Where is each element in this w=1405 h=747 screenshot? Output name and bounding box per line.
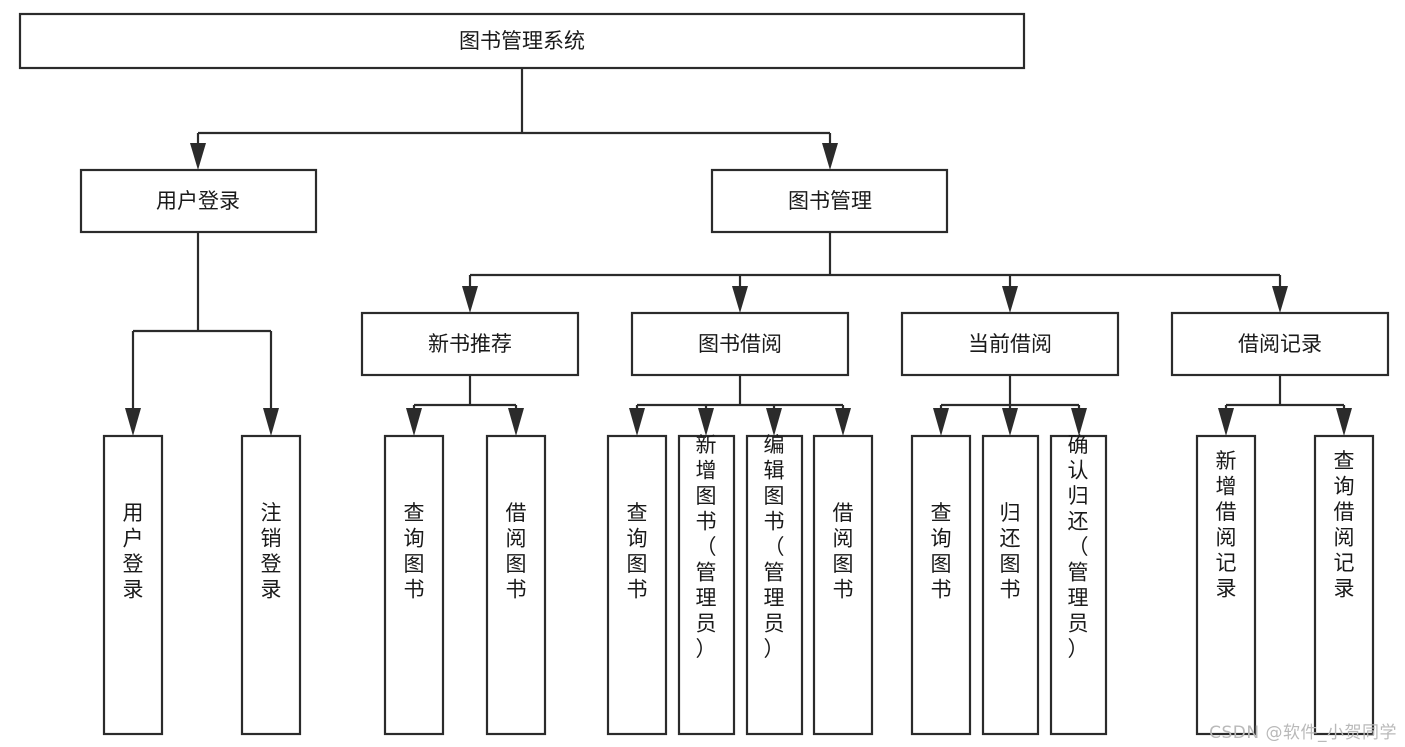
leaf-user-login-2-label: 注销登录 bbox=[261, 501, 282, 602]
leaf-new-book-1-label: 查询图书 bbox=[404, 501, 425, 602]
leaf-current-borrow-1-box[interactable] bbox=[910, 434, 972, 736]
leaf-book-borrow-1[interactable]: 查询图书 bbox=[606, 434, 668, 736]
leaf-book-borrow-4-label: 借阅图书 bbox=[833, 501, 854, 602]
leaf-borrow-record-2-label: 查询借阅记录 bbox=[1334, 449, 1355, 601]
arrow-head-leaf-book-borrow-4 bbox=[835, 408, 851, 436]
arrow-head-leaf-user-login-2 bbox=[263, 408, 279, 436]
node-root[interactable]: 图书管理系统 bbox=[18, 12, 1026, 70]
node-borrow-record[interactable]: 借阅记录 bbox=[1170, 311, 1390, 377]
leaf-new-book-2[interactable]: 借阅图书 bbox=[485, 434, 547, 736]
leaf-current-borrow-1-label: 查询图书 bbox=[931, 501, 952, 602]
node-current-borrow-box[interactable] bbox=[900, 311, 1120, 377]
node-current-borrow[interactable]: 当前借阅 bbox=[900, 311, 1120, 377]
node-book-management[interactable]: 图书管理 bbox=[710, 168, 949, 234]
leaf-new-book-1-box[interactable] bbox=[383, 434, 445, 736]
arrow-head-leaf-book-borrow-1 bbox=[629, 408, 645, 436]
node-new-book-recommend-label: 新书推荐 bbox=[428, 332, 512, 356]
node-new-book-recommend-box[interactable] bbox=[360, 311, 580, 377]
arrow-head-leaf-book-borrow-2 bbox=[698, 408, 714, 436]
arrow-head-user-login bbox=[190, 143, 206, 170]
leaf-current-borrow-3-label: 确认归还（管理员） bbox=[1068, 433, 1089, 661]
node-book-borrow[interactable]: 图书借阅 bbox=[630, 311, 850, 377]
leaf-current-borrow-2[interactable]: 归还图书 bbox=[981, 434, 1040, 736]
node-book-borrow-box[interactable] bbox=[630, 311, 850, 377]
leaf-user-login-1-box[interactable] bbox=[102, 434, 164, 736]
leaf-current-borrow-1[interactable]: 查询图书 bbox=[910, 434, 972, 736]
node-book-borrow-label: 图书借阅 bbox=[698, 332, 782, 356]
arrow-head-leaf-borrow-record-1 bbox=[1218, 408, 1234, 436]
node-new-book-recommend[interactable]: 新书推荐 bbox=[360, 311, 580, 377]
node-book-management-label: 图书管理 bbox=[788, 189, 872, 213]
arrow-head-leaf-current-borrow-3 bbox=[1071, 408, 1087, 436]
leaf-borrow-record-2[interactable]: 查询借阅记录 bbox=[1313, 434, 1375, 736]
leaf-book-borrow-3-box[interactable] bbox=[745, 434, 804, 736]
leaf-new-book-2-box[interactable] bbox=[485, 434, 547, 736]
leaf-book-borrow-4[interactable]: 借阅图书 bbox=[812, 434, 874, 736]
leaf-current-borrow-2-box[interactable] bbox=[981, 434, 1040, 736]
node-borrow-record-box[interactable] bbox=[1170, 311, 1390, 377]
leaf-borrow-record-1[interactable]: 新增借阅记录 bbox=[1195, 434, 1257, 736]
csdn-watermark: CSDN @软件_小贺同学 bbox=[1209, 723, 1397, 743]
leaf-new-book-2-label: 借阅图书 bbox=[506, 501, 527, 602]
leaf-new-book-1[interactable]: 查询图书 bbox=[383, 434, 445, 736]
leaf-user-login-2[interactable]: 注销登录 bbox=[240, 434, 302, 736]
leaf-borrow-record-2-box[interactable] bbox=[1313, 434, 1375, 736]
leaf-book-borrow-3[interactable]: 编辑图书（管理员） bbox=[745, 433, 804, 736]
leaf-user-login-2-box[interactable] bbox=[240, 434, 302, 736]
leaf-book-borrow-1-label: 查询图书 bbox=[627, 501, 648, 602]
node-borrow-record-label: 借阅记录 bbox=[1238, 332, 1322, 356]
arrow-head-leaf-new-book-1 bbox=[406, 408, 422, 436]
leaf-borrow-record-1-label: 新增借阅记录 bbox=[1216, 449, 1237, 601]
leaf-book-borrow-2-box[interactable] bbox=[677, 434, 736, 736]
arrow-head-new-book bbox=[462, 286, 478, 313]
leaf-book-borrow-1-box[interactable] bbox=[606, 434, 668, 736]
arrow-head-book-mgmt bbox=[822, 143, 838, 170]
node-root-label: 图书管理系统 bbox=[459, 29, 585, 53]
arrow-head-book-borrow bbox=[732, 286, 748, 313]
arrow-head-borrow-record bbox=[1272, 286, 1288, 313]
arrow-head-leaf-book-borrow-3 bbox=[766, 408, 782, 436]
connector-layer bbox=[125, 68, 1352, 436]
node-current-borrow-label: 当前借阅 bbox=[968, 332, 1052, 356]
arrow-head-leaf-new-book-2 bbox=[508, 408, 524, 436]
arrow-head-leaf-user-login-1 bbox=[125, 408, 141, 436]
leaf-current-borrow-3-box[interactable] bbox=[1049, 434, 1108, 736]
leaf-book-borrow-2-label: 新增图书（管理员） bbox=[696, 433, 717, 661]
leaf-borrow-record-1-box[interactable] bbox=[1195, 434, 1257, 736]
leaf-current-borrow-3[interactable]: 确认归还（管理员） bbox=[1049, 433, 1108, 736]
node-user-login[interactable]: 用户登录 bbox=[79, 168, 318, 234]
leaf-book-borrow-4-box[interactable] bbox=[812, 434, 874, 736]
arrow-head-leaf-borrow-record-2 bbox=[1336, 408, 1352, 436]
node-user-login-label: 用户登录 bbox=[156, 189, 240, 213]
leaf-user-login-1[interactable]: 用户登录 bbox=[102, 434, 164, 736]
arrow-head-leaf-current-borrow-2 bbox=[1002, 408, 1018, 436]
arrow-head-current-borrow bbox=[1002, 286, 1018, 313]
leaf-user-login-1-label: 用户登录 bbox=[123, 501, 144, 602]
node-book-management-box[interactable] bbox=[710, 168, 949, 234]
node-root-box[interactable] bbox=[18, 12, 1026, 70]
leaf-book-borrow-3-label: 编辑图书（管理员） bbox=[764, 433, 785, 661]
leaf-book-borrow-2[interactable]: 新增图书（管理员） bbox=[677, 433, 736, 736]
leaf-current-borrow-2-label: 归还图书 bbox=[1000, 501, 1021, 602]
node-user-login-box[interactable] bbox=[79, 168, 318, 234]
arrow-head-leaf-current-borrow-1 bbox=[933, 408, 949, 436]
